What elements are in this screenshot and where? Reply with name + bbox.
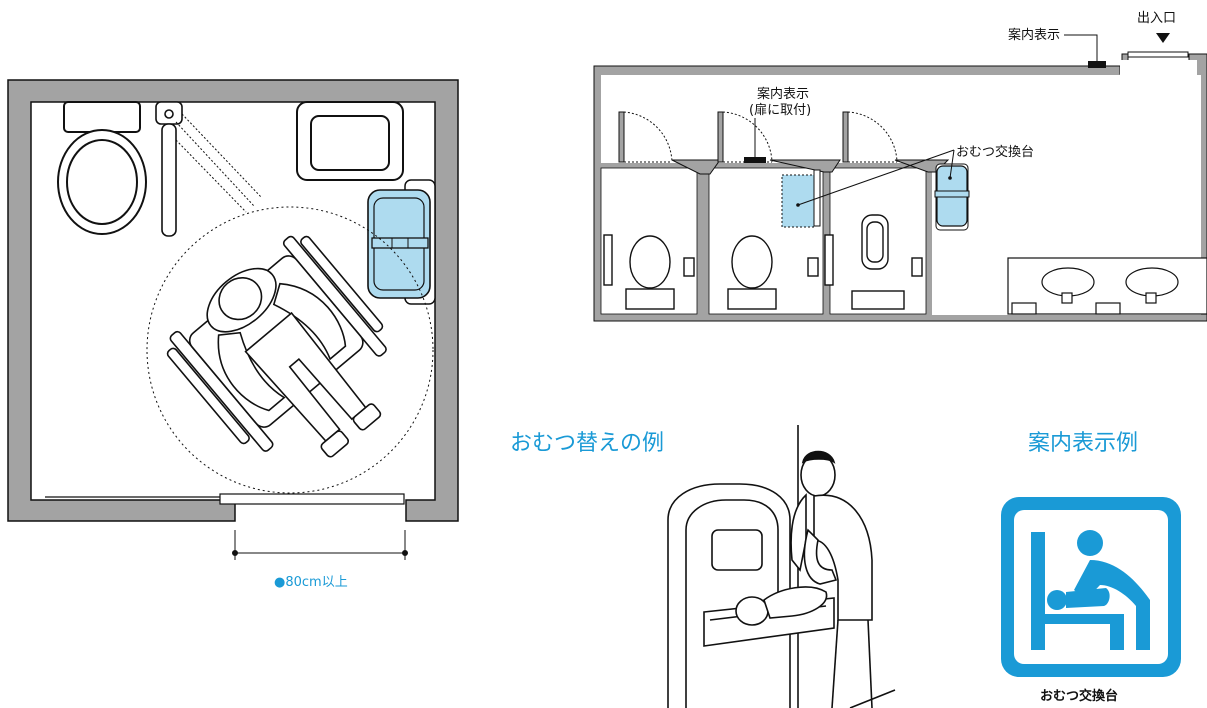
sink <box>296 101 404 181</box>
grab-bar <box>155 101 183 237</box>
changing-table <box>367 179 436 305</box>
toilet <box>57 101 147 235</box>
changing-table-label: おむつ交換台 <box>956 144 1034 160</box>
sign-example: 案内表示例 おむつ交換台 <box>1001 431 1181 704</box>
wall-sign-label: 案内表示 <box>1008 27 1060 43</box>
entrance-arrow-icon <box>1156 33 1170 43</box>
example-title: おむつ替えの例 <box>510 431 664 456</box>
changing-illustration <box>667 425 896 708</box>
pictogram-caption: おむつ交換台 <box>1040 688 1118 704</box>
baby-changing-pictogram <box>1001 497 1181 677</box>
dimension-line <box>232 530 408 560</box>
door-sign-label-line1: 案内表示 <box>757 86 809 102</box>
stall3-changing-table <box>934 163 970 231</box>
door-sign-label-line2: (扉に取付) <box>749 102 811 118</box>
plan-walls <box>7 79 459 522</box>
entrance-door <box>1127 51 1189 58</box>
entrance-label: 出入口 <box>1137 11 1176 26</box>
dimension-label: ●80cm以上 <box>274 575 348 590</box>
door-sign-marker <box>744 157 766 163</box>
wall-sign-marker <box>1088 61 1106 68</box>
sink-counter <box>1007 257 1207 315</box>
accessible-toilet-plan: ●80cm以上 <box>7 79 459 590</box>
turning-circle <box>146 206 434 494</box>
sign-example-title: 案内表示例 <box>1028 431 1138 456</box>
wheelchair-user <box>166 235 387 458</box>
restroom-layout-plan: 出入口 案内表示 案内表示 (扉に取付) おむつ交換台 <box>593 11 1207 322</box>
sliding-door <box>219 493 405 505</box>
diaper-change-example: おむつ替えの例 <box>510 425 896 708</box>
